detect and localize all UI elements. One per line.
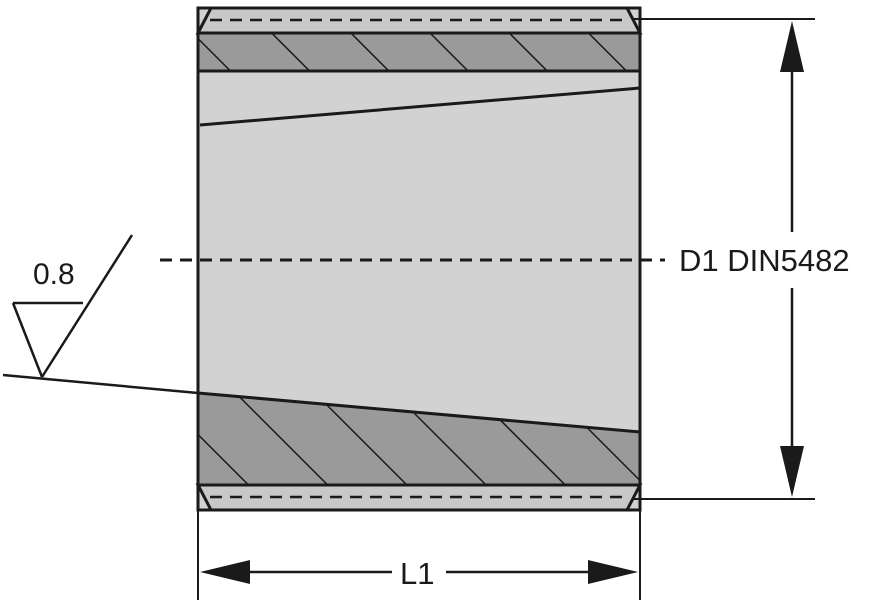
length-arrow-right-icon: [588, 560, 638, 584]
diameter-arrow-up-icon: [780, 21, 804, 72]
roughness-value: 0.8: [33, 258, 75, 291]
upper-taper-line: [199, 86, 641, 127]
length-label: L1: [400, 556, 434, 591]
diameter-arrow-down-icon: [780, 446, 804, 497]
length-arrow-left-icon: [200, 560, 250, 584]
roughness-leader-line: [2, 373, 199, 395]
diameter-label: D1 DIN5482: [679, 243, 850, 278]
top-hatched-section: [196, 31, 642, 73]
roughness-symbol: [11, 234, 134, 378]
